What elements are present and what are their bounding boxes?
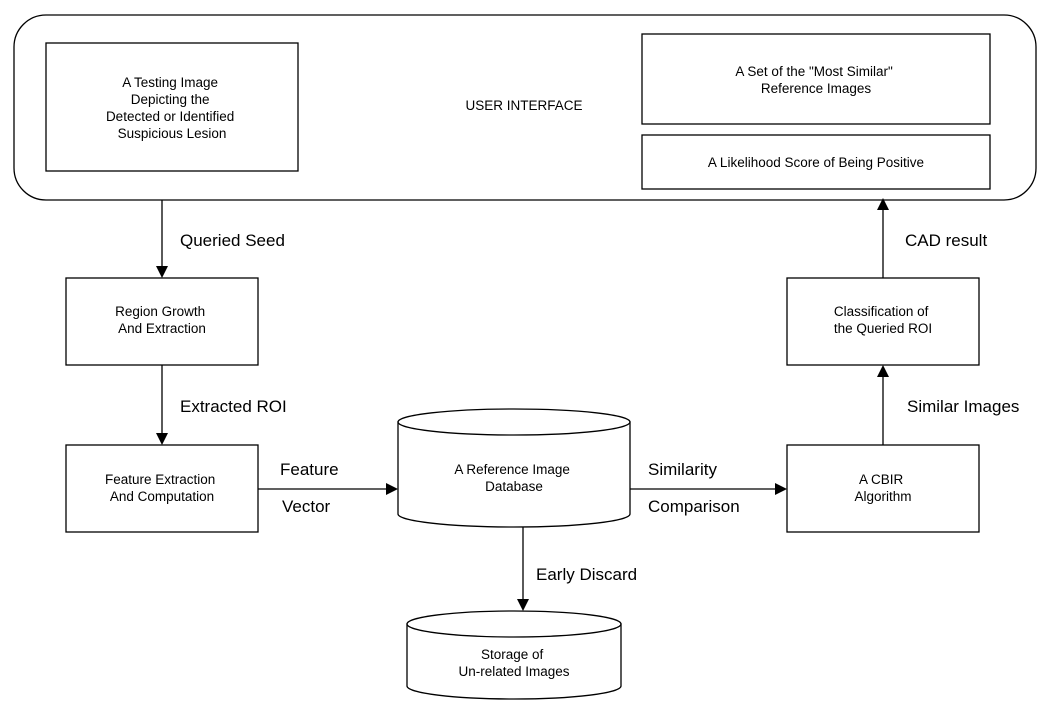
testing-image-line: A Testing Image <box>122 75 218 90</box>
extracted-roi-arrowhead <box>156 433 168 445</box>
similar-images-label: A Set of the "Most Similar" Reference Im… <box>735 64 896 96</box>
cbir-algorithm-line: A CBIR <box>859 472 904 487</box>
testing-image-line: Suspicious Lesion <box>118 126 227 141</box>
likelihood-score-box <box>641 134 991 190</box>
cad-result-arrowhead <box>877 198 889 210</box>
classification-box <box>786 277 980 366</box>
feature-label: Feature <box>280 460 339 479</box>
cbir-algorithm-label: A CBIR Algorithm <box>854 472 911 504</box>
similarity-comparison-arrowhead <box>775 483 787 495</box>
similar-images-edge-label: Similar Images <box>907 397 1019 416</box>
similar-images-arrowhead <box>877 365 889 377</box>
feature-extraction-label: Feature Extraction And Computation <box>105 472 219 504</box>
storage-label: Storage of Un-related Images <box>458 647 569 679</box>
region-growth-label: Region Growth And Extraction <box>115 304 209 336</box>
classification-line: Classification of <box>834 304 929 319</box>
feature-extraction-line: Feature Extraction <box>105 472 215 487</box>
storage-line: Un-related Images <box>458 664 569 679</box>
region-growth-box <box>65 277 259 366</box>
reference-database-cylinder <box>397 408 631 528</box>
similar-images-box <box>641 33 991 125</box>
queried-seed-arrowhead <box>156 266 168 278</box>
early-discard-arrowhead <box>517 599 529 611</box>
testing-image-box <box>45 42 299 172</box>
cbir-algorithm-line: Algorithm <box>854 489 911 504</box>
comparison-label: Comparison <box>648 497 740 516</box>
user-interface-title: USER INTERFACE <box>465 98 582 113</box>
storage-line: Storage of <box>481 647 544 662</box>
testing-image-line: Detected or Identified <box>106 109 234 124</box>
vector-label: Vector <box>282 497 331 516</box>
classification-line: the Queried ROI <box>834 321 932 336</box>
storage-top <box>406 610 622 638</box>
reference-database-label: A Reference Image Database <box>454 462 573 494</box>
cbir-algorithm-box <box>786 444 980 533</box>
reference-database-line: Database <box>485 479 543 494</box>
similarity-label: Similarity <box>648 460 717 479</box>
extracted-roi-label: Extracted ROI <box>180 397 287 416</box>
similar-images-line: Reference Images <box>761 81 872 96</box>
storage-cylinder <box>406 610 622 700</box>
reference-database-top <box>397 408 631 436</box>
feature-extraction-line: And Computation <box>110 489 214 504</box>
early-discard-label: Early Discard <box>536 565 637 584</box>
testing-image-label: A Testing Image Depicting the Detected o… <box>106 75 238 141</box>
reference-database-body <box>397 421 631 528</box>
reference-database-line: A Reference Image <box>454 462 570 477</box>
likelihood-score-label: A Likelihood Score of Being Positive <box>708 155 924 170</box>
storage-body <box>406 623 622 700</box>
feature-vector-arrowhead <box>386 483 398 495</box>
region-growth-line: Region Growth <box>115 304 205 319</box>
classification-label: Classification of the Queried ROI <box>834 304 932 336</box>
region-growth-line: And Extraction <box>118 321 206 336</box>
similar-images-line: A Set of the "Most Similar" <box>735 64 893 79</box>
testing-image-line: Depicting the <box>131 92 210 107</box>
queried-seed-label: Queried Seed <box>180 231 285 250</box>
cad-result-label: CAD result <box>905 231 987 250</box>
